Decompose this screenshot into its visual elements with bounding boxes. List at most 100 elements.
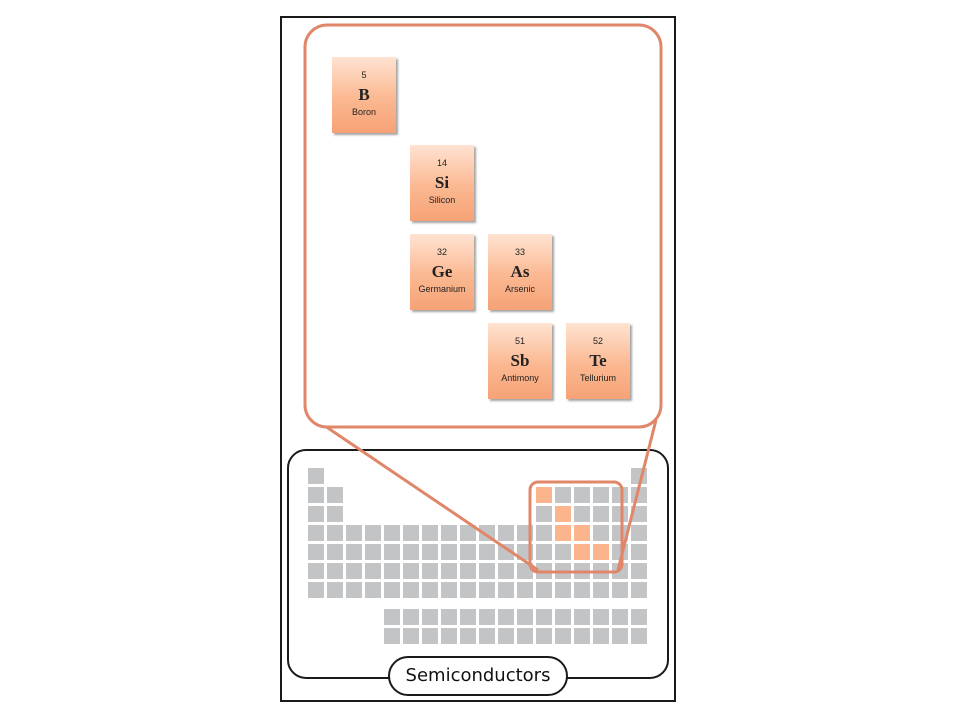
element-symbol: As	[510, 262, 530, 281]
table-cell	[422, 563, 438, 579]
table-cell	[327, 525, 343, 541]
table-cell	[536, 544, 552, 560]
table-cell	[460, 544, 476, 560]
table-cell	[403, 609, 419, 625]
table-cell	[365, 563, 381, 579]
table-cell	[308, 525, 324, 541]
atomic-number: 14	[436, 158, 447, 168]
table-cell	[327, 487, 343, 503]
table-cell	[498, 582, 514, 598]
table-cell	[593, 609, 609, 625]
table-cell	[574, 609, 590, 625]
atomic-number: 33	[514, 247, 525, 257]
table-cell-highlighted	[555, 525, 571, 541]
table-cell	[403, 563, 419, 579]
table-cell	[631, 628, 647, 644]
table-cell	[308, 563, 324, 579]
table-cell	[460, 582, 476, 598]
table-cell	[460, 628, 476, 644]
table-cell	[574, 582, 590, 598]
element-name: Antimony	[501, 373, 539, 383]
table-cell	[422, 582, 438, 598]
table-cell	[384, 563, 400, 579]
table-cell	[422, 544, 438, 560]
zoom-line-left	[321, 422, 539, 572]
table-cell	[555, 628, 571, 644]
table-cell	[555, 544, 571, 560]
table-cell	[308, 582, 324, 598]
table-cell	[327, 563, 343, 579]
table-cell	[327, 506, 343, 522]
table-cell	[365, 582, 381, 598]
table-cell	[631, 582, 647, 598]
table-cell	[498, 609, 514, 625]
atomic-number: 32	[436, 247, 447, 257]
atomic-number: 51	[514, 336, 525, 346]
table-cell	[631, 525, 647, 541]
table-cell	[498, 544, 514, 560]
table-cell	[441, 563, 457, 579]
table-cell-highlighted	[555, 506, 571, 522]
element-symbol: Ge	[431, 262, 453, 281]
caption-label: Semiconductors	[388, 656, 568, 696]
element-tile-boron: 5 B Boron	[332, 57, 396, 133]
table-cell	[403, 582, 419, 598]
table-cell	[308, 487, 324, 503]
table-cell	[460, 563, 476, 579]
table-cell	[612, 525, 628, 541]
element-name: Germanium	[418, 284, 466, 294]
table-cell	[422, 628, 438, 644]
table-cell	[593, 487, 609, 503]
table-cell	[574, 487, 590, 503]
element-name: Silicon	[428, 195, 456, 205]
figure-frame	[280, 16, 676, 702]
table-cell	[593, 628, 609, 644]
table-cell	[346, 525, 362, 541]
element-symbol: Sb	[510, 351, 530, 370]
element-tile-arsenic: 33 As Arsenic	[488, 234, 552, 310]
table-cell	[403, 525, 419, 541]
element-name: Boron	[351, 107, 377, 117]
table-cell	[384, 525, 400, 541]
table-cell	[460, 609, 476, 625]
table-cell	[365, 525, 381, 541]
table-cell	[631, 506, 647, 522]
element-tile-antimony: 51 Sb Antimony	[488, 323, 552, 399]
table-cell	[479, 544, 495, 560]
table-cell	[308, 506, 324, 522]
table-cell	[498, 628, 514, 644]
table-cell-highlighted	[574, 544, 590, 560]
table-cell	[593, 582, 609, 598]
table-cell	[574, 506, 590, 522]
table-cell	[422, 525, 438, 541]
table-cell	[308, 468, 324, 484]
table-cell	[308, 544, 324, 560]
element-symbol: Te	[589, 351, 607, 370]
table-cell	[631, 609, 647, 625]
element-tile-tellurium: 52 Te Tellurium	[566, 323, 630, 399]
periodic-table-outline	[287, 449, 669, 679]
table-cell	[517, 628, 533, 644]
table-cell	[612, 609, 628, 625]
element-tile-silicon: 14 Si Silicon	[410, 145, 474, 221]
table-cell	[574, 628, 590, 644]
table-cell	[612, 506, 628, 522]
table-cell	[612, 582, 628, 598]
table-cell	[441, 609, 457, 625]
table-cell	[498, 525, 514, 541]
table-cell	[422, 609, 438, 625]
table-cell	[498, 563, 514, 579]
table-cell	[441, 628, 457, 644]
table-cell	[536, 582, 552, 598]
table-cell	[555, 582, 571, 598]
table-cell	[612, 628, 628, 644]
table-cell	[384, 628, 400, 644]
table-cell-highlighted	[536, 487, 552, 503]
element-symbol: B	[358, 85, 370, 104]
table-cell	[403, 544, 419, 560]
table-cell	[536, 628, 552, 644]
table-cell	[593, 525, 609, 541]
table-cell	[346, 582, 362, 598]
table-cell	[346, 544, 362, 560]
